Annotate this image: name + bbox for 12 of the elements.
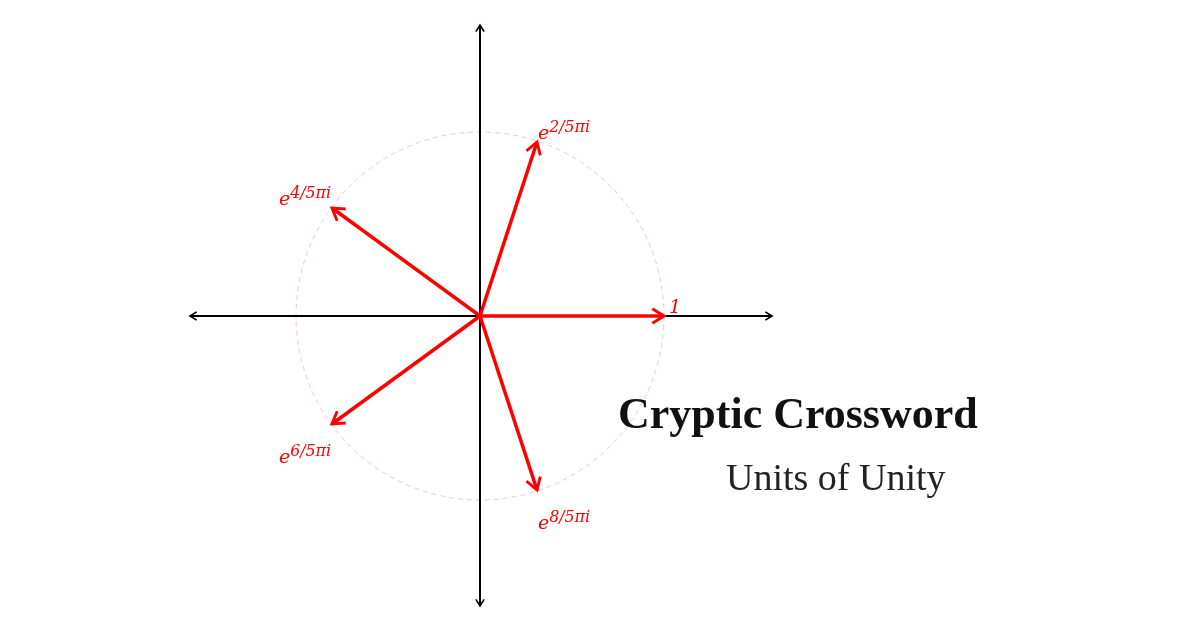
root-label: e$^{4/5πi}$: [278, 184, 332, 208]
root-label: e$^{6/5πi}$: [278, 442, 332, 466]
arrow: [478, 315, 542, 492]
arrow: [330, 314, 482, 426]
title: Cryptic Crossword: [618, 388, 978, 439]
arrow: [478, 140, 542, 317]
arrow: [480, 307, 666, 325]
root-label: e$^{2/5πi}$: [537, 118, 591, 142]
subtitle: Units of Unity: [726, 455, 946, 499]
arrow: [330, 206, 482, 318]
root-label: e$^{8/5πi}$: [537, 508, 591, 532]
root-label: 1: [668, 297, 682, 316]
